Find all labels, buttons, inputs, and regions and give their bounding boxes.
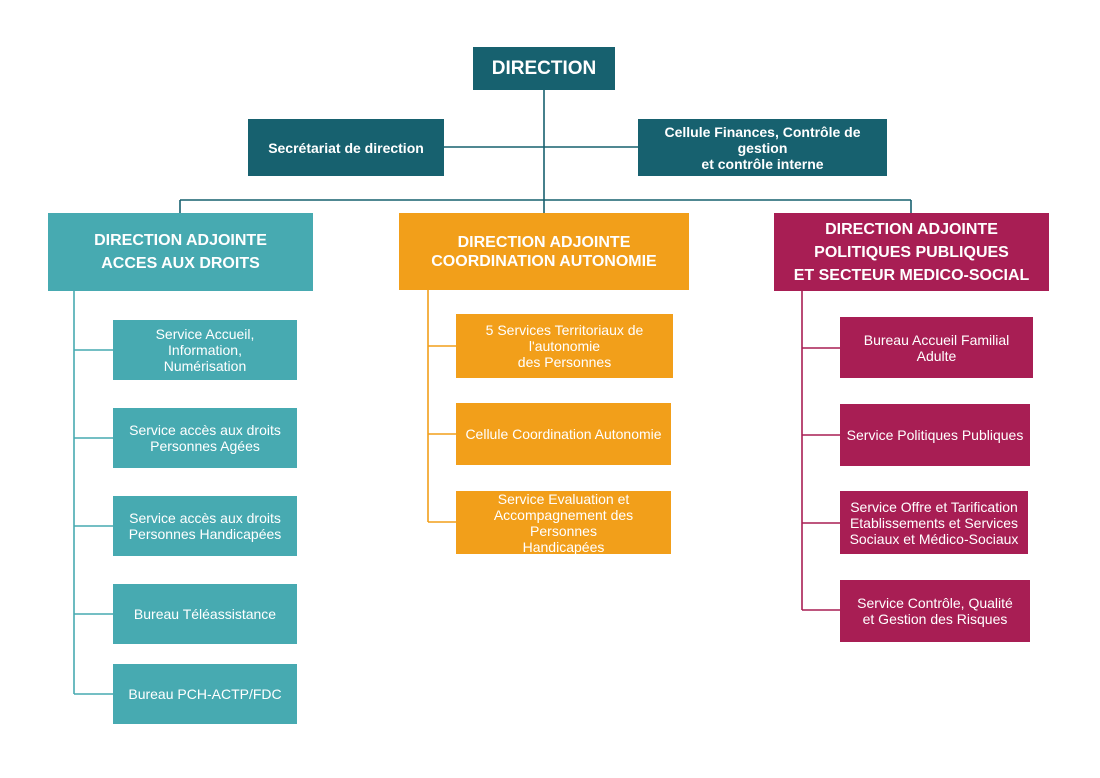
department-title: DIRECTION ADJOINTE POLITIQUES PUBLIQUES … xyxy=(793,220,1030,284)
department-politiques-publiques: DIRECTION ADJOINTE POLITIQUES PUBLIQUES … xyxy=(774,213,1049,291)
service-box: Service Politiques Publiques xyxy=(840,404,1030,466)
service-label: Service Offre et Tarification Etablissem… xyxy=(849,498,1019,547)
service-label: Bureau Téléassistance xyxy=(133,606,277,622)
service-box: Bureau Téléassistance xyxy=(113,584,297,644)
service-box: Bureau PCH-ACTP/FDC xyxy=(113,664,297,724)
department-acces-droits: DIRECTION ADJOINTE ACCES AUX DROITS xyxy=(48,213,313,291)
direction-label: DIRECTION xyxy=(491,57,597,79)
department-title: DIRECTION ADJOINTE COORDINATION AUTONOMI… xyxy=(431,233,657,270)
department-title: DIRECTION ADJOINTE ACCES AUX DROITS xyxy=(94,232,267,272)
secretariat-box: Secrétariat de direction xyxy=(248,119,444,176)
service-label: Service accès aux droits Personnes Agées xyxy=(129,422,281,454)
center-branch-lines xyxy=(427,290,456,523)
service-box: Cellule Coordination Autonomie xyxy=(456,403,671,465)
direction-box: DIRECTION xyxy=(473,47,615,90)
service-label: Service Evaluation et Accompagnement des… xyxy=(493,490,634,555)
service-label: Bureau Accueil Familial Adulte xyxy=(863,331,1010,364)
service-label: Service Contrôle, Qualité et Gestion des… xyxy=(857,595,1013,627)
service-label: 5 Services Territoriaux de l'autonomie d… xyxy=(485,322,644,370)
service-box: Service Contrôle, Qualité et Gestion des… xyxy=(840,580,1030,642)
service-box: Bureau Accueil Familial Adulte xyxy=(840,317,1033,378)
service-label: Service Politiques Publiques xyxy=(846,427,1024,443)
left-branch-lines xyxy=(73,291,113,695)
service-box: Service accès aux droits Personnes Agées xyxy=(113,408,297,468)
cellule-finances-box: Cellule Finances, Contrôle de gestion et… xyxy=(638,119,887,176)
service-label: Service Accueil, Information, Numérisati… xyxy=(155,326,255,374)
secretariat-label: Secrétariat de direction xyxy=(268,139,424,156)
service-label: Bureau PCH-ACTP/FDC xyxy=(128,686,282,702)
service-box: Service Offre et Tarification Etablissem… xyxy=(840,491,1028,554)
service-box: Service Accueil, Information, Numérisati… xyxy=(113,320,297,380)
service-box: Service accès aux droits Personnes Handi… xyxy=(113,496,297,556)
right-branch-lines xyxy=(801,291,840,611)
service-box: 5 Services Territoriaux de l'autonomie d… xyxy=(456,314,673,378)
department-coordination-autonomie: DIRECTION ADJOINTE COORDINATION AUTONOMI… xyxy=(399,213,689,290)
service-label: Cellule Coordination Autonomie xyxy=(465,426,662,442)
service-label: Service accès aux droits Personnes Handi… xyxy=(128,510,282,542)
service-box: Service Evaluation et Accompagnement des… xyxy=(456,490,671,555)
cellule-finances-label: Cellule Finances, Contrôle de gestion et… xyxy=(664,123,861,172)
